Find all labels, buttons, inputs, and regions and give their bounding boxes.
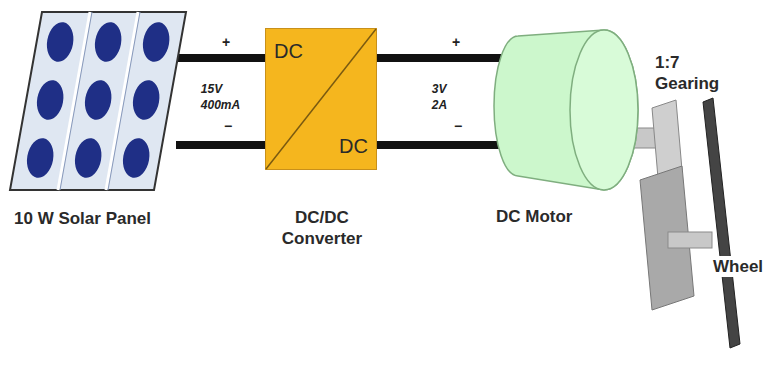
plus-sign: + — [222, 34, 230, 50]
solar-panel-outline — [6, 8, 190, 194]
motor-cylinder — [488, 24, 646, 196]
dc-motor: DC Motor — [488, 24, 646, 196]
wire-rating: 3V 2A — [432, 82, 447, 113]
wire-rating: 15V 400mA — [201, 82, 240, 113]
wire-pair — [377, 58, 502, 145]
dc-dc-converter: DCDCDC/DC Converter — [265, 28, 377, 170]
converter-input-label: DC — [274, 39, 303, 64]
gearing-ratio: 1:7 Gearing — [655, 52, 719, 95]
converter-output-label: DC — [339, 134, 368, 159]
wheel — [703, 98, 740, 348]
wheel-axle — [668, 232, 712, 248]
converter-label: DC/DC Converter — [282, 207, 362, 250]
panel-label: 10 W Solar Panel — [14, 208, 164, 229]
minus-sign: − — [224, 118, 232, 134]
motor-label: DC Motor — [496, 206, 572, 227]
minus-sign: − — [454, 118, 462, 134]
wheel-label: Wheel — [712, 256, 764, 277]
plus-sign: + — [452, 34, 460, 50]
wire-pair — [176, 58, 265, 145]
solar-panel: 10 W Solar Panel — [6, 8, 190, 194]
small-gear — [652, 100, 682, 178]
